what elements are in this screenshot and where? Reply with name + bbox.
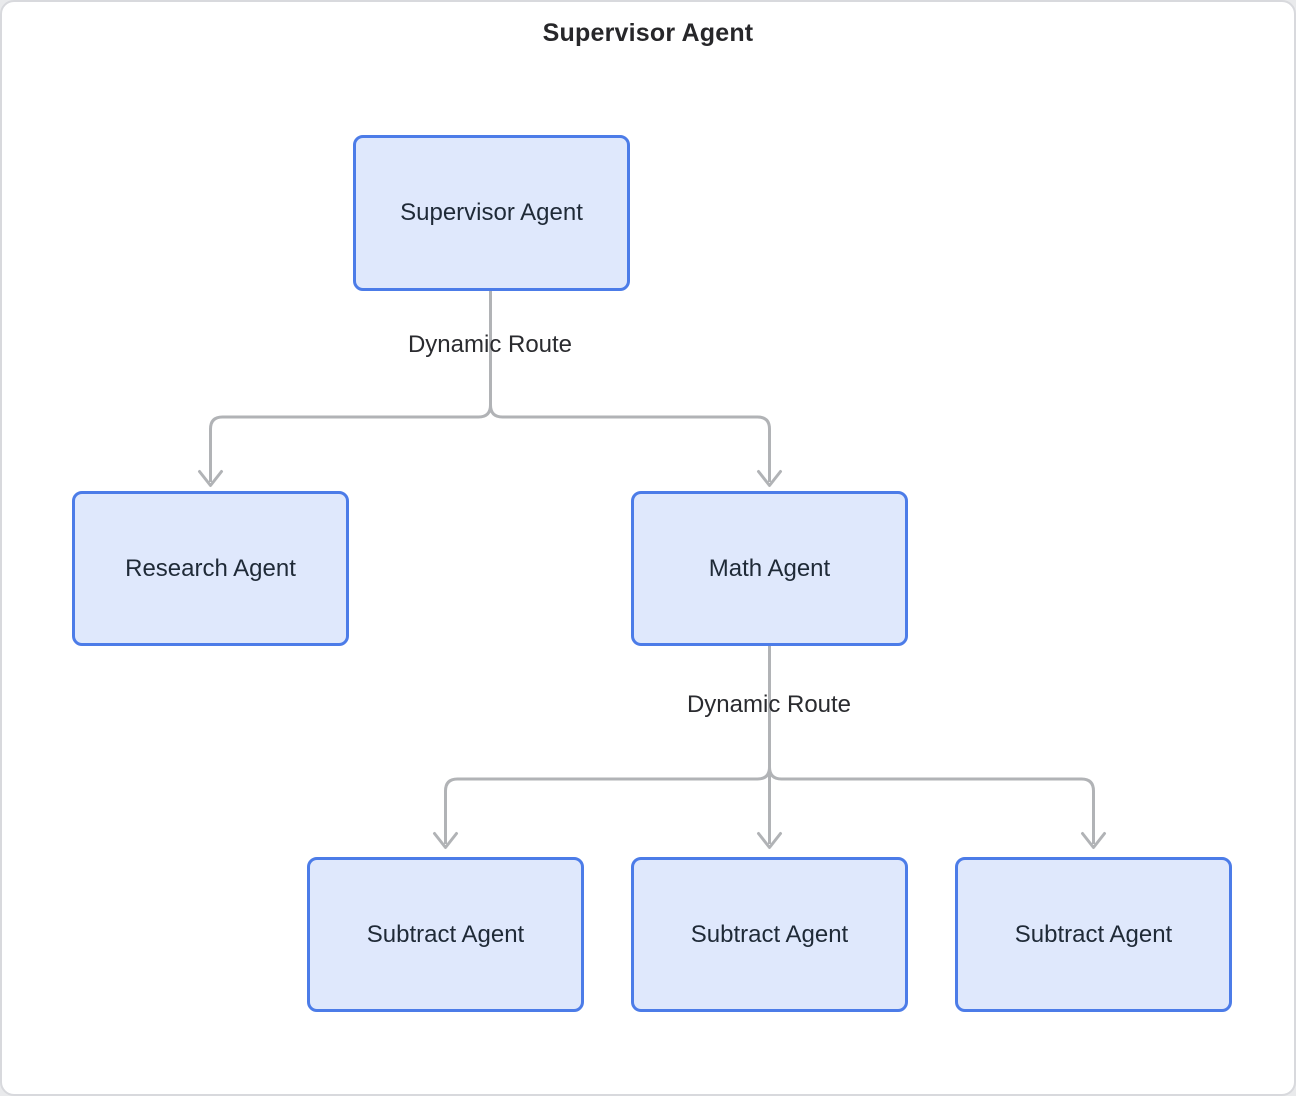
diagram-title: Supervisor Agent [542, 19, 754, 47]
node-research-agent: Research Agent [72, 491, 349, 646]
arrowhead-research [198, 470, 223, 487]
node-subtract-agent-1-label: Subtract Agent [366, 920, 525, 948]
node-subtract-agent-1: Subtract Agent [307, 857, 584, 1012]
node-subtract-agent-2-label: Subtract Agent [690, 920, 849, 948]
edge-math-to-subtract-3 [768, 766, 1095, 844]
edge-label-dynamic-route-2: Dynamic Route [686, 691, 852, 718]
arrowhead-subtract-3 [1081, 832, 1106, 849]
node-supervisor-agent: Supervisor Agent [353, 135, 630, 291]
node-subtract-agent-3-label: Subtract Agent [1014, 920, 1173, 948]
arrowhead-math [757, 470, 782, 487]
node-subtract-agent-2: Subtract Agent [631, 857, 908, 1012]
edge-math-to-subtract-1 [444, 766, 771, 844]
edge-supervisor-to-math [489, 404, 771, 482]
node-subtract-agent-3: Subtract Agent [955, 857, 1232, 1012]
arrowhead-subtract-2 [757, 832, 782, 849]
node-math-agent: Math Agent [631, 491, 908, 646]
node-research-agent-label: Research Agent [125, 554, 296, 582]
node-math-agent-label: Math Agent [708, 554, 831, 582]
arrowhead-subtract-1 [433, 832, 458, 849]
edge-label-dynamic-route-1: Dynamic Route [407, 331, 573, 358]
node-supervisor-agent-label: Supervisor Agent [400, 199, 583, 226]
edge-supervisor-to-research [209, 291, 492, 482]
